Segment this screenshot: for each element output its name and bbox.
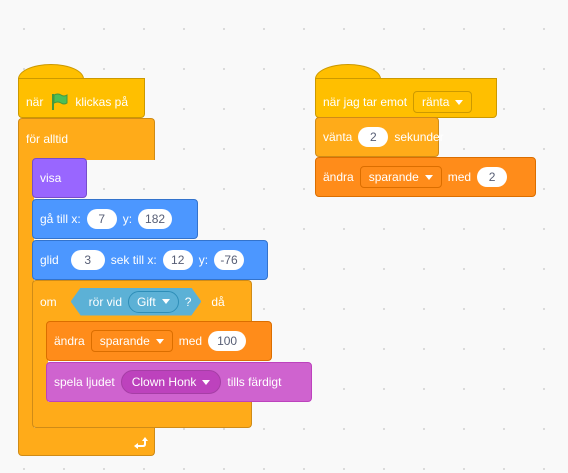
touching-target-dropdown[interactable]: Gift <box>128 291 179 313</box>
chevron-down-icon <box>424 174 433 180</box>
glide-label: glid <box>40 253 59 267</box>
if-label: om <box>40 294 57 309</box>
change-label: ändra <box>323 170 354 184</box>
wait-block[interactable]: vänta 2 sekunder <box>315 117 444 157</box>
forever-spine <box>18 158 34 430</box>
change-variable-block[interactable]: ändra sparande med 2 <box>315 157 536 197</box>
until-done-label: tills färdigt <box>227 375 282 389</box>
glide-secs-input[interactable]: 3 <box>70 250 105 270</box>
glide-y-label: y: <box>198 253 209 267</box>
play-sound-label: spela ljudet <box>54 375 115 389</box>
by-label: med <box>178 334 203 348</box>
green-flag-icon <box>52 93 68 110</box>
glide-y-input[interactable]: -76 <box>214 250 245 270</box>
when-i-receive-block[interactable]: när jag tar emot ränta <box>315 78 497 118</box>
sound-name: Clown Honk <box>131 375 197 389</box>
if-bottom-arm <box>32 402 252 428</box>
wait-label: vänta <box>323 130 353 144</box>
forever-bottom-arm <box>18 428 155 456</box>
variable-dropdown[interactable]: sparande <box>90 330 173 352</box>
sound-dropdown[interactable]: Clown Honk <box>120 370 222 394</box>
variable-name: sparande <box>368 170 419 184</box>
chevron-down-icon <box>202 379 211 385</box>
clicked-label: klickas på <box>75 95 129 109</box>
when-flag-clicked-block[interactable]: när klickas på <box>18 78 145 118</box>
message-name: ränta <box>422 95 450 109</box>
then-label: då <box>211 294 225 309</box>
forever-block[interactable]: för alltid <box>18 118 155 160</box>
by-label: med <box>447 170 472 184</box>
change-variable-block[interactable]: ändra sparande med 100 <box>46 321 272 361</box>
seconds-label: sekunder <box>394 130 444 144</box>
change-label: ändra <box>54 334 85 348</box>
forever-label: för alltid <box>26 132 69 146</box>
change-amount-input[interactable]: 100 <box>208 331 247 351</box>
go-to-xy-block[interactable]: gå till x: 7 y: 182 <box>32 199 198 239</box>
variable-dropdown[interactable]: sparande <box>359 166 442 188</box>
y-input[interactable]: 182 <box>138 209 173 229</box>
chevron-down-icon <box>155 338 164 344</box>
go-to-label: gå till x: <box>40 212 81 226</box>
chevron-down-icon <box>455 99 464 105</box>
message-dropdown[interactable]: ränta <box>413 91 473 113</box>
play-sound-until-done-block[interactable]: spela ljudet Clown Honk tills färdigt <box>46 362 312 402</box>
change-amount-input[interactable]: 2 <box>477 167 508 187</box>
variable-name: sparande <box>99 334 150 348</box>
when-i-receive-label: när jag tar emot <box>323 95 408 109</box>
loop-arrow-icon <box>134 437 148 449</box>
touching-block[interactable]: rör vid Gift ? <box>71 288 202 316</box>
glide-x-input[interactable]: 12 <box>162 250 193 270</box>
chevron-down-icon <box>162 299 170 304</box>
if-spine <box>32 320 48 404</box>
y-label: y: <box>122 212 133 226</box>
if-block[interactable]: om rör vid Gift ? då <box>32 280 252 322</box>
when-label: när <box>26 95 44 109</box>
glide-block[interactable]: glid 3 sek till x: 12 y: -76 <box>32 240 268 280</box>
wait-seconds-input[interactable]: 2 <box>358 127 389 147</box>
touching-label: rör vid <box>88 294 123 309</box>
secs-to-x-label: sek till x: <box>110 253 157 267</box>
question-mark: ? <box>184 294 192 309</box>
show-label: visa <box>40 171 62 185</box>
touching-target-value: Gift <box>137 294 156 309</box>
x-input[interactable]: 7 <box>86 209 117 229</box>
show-block[interactable]: visa <box>32 158 87 198</box>
